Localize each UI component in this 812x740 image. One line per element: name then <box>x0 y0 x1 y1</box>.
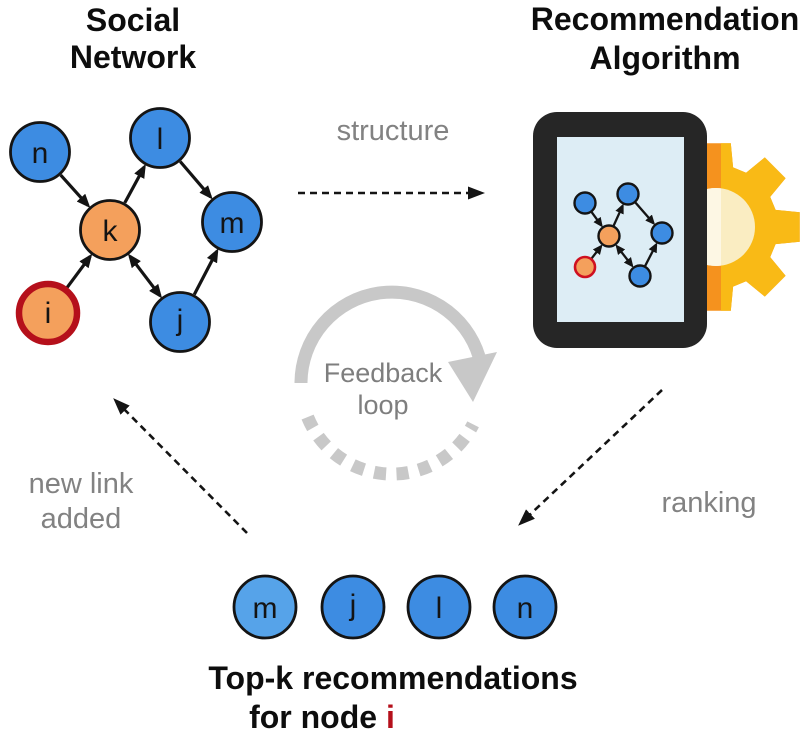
feedback-loop-dashed-arc <box>301 414 479 481</box>
recommendation-node-j-label: j <box>349 589 357 622</box>
new-link-label-line2: added <box>41 503 122 535</box>
mini-node-j <box>628 264 652 288</box>
ranking-label: ranking <box>661 487 756 519</box>
node-m-label: m <box>220 207 245 240</box>
algorithm-title-line2: Algorithm <box>589 40 740 76</box>
edge-k-l <box>123 163 146 204</box>
tablet-screen-graph <box>573 182 674 288</box>
recommendation-list: m j l n <box>232 574 558 640</box>
mini-edge-k-l <box>612 203 624 227</box>
edge-n-k <box>59 174 91 209</box>
algorithm-title-line1: Recommendation <box>531 1 799 37</box>
mini-edge-n-k <box>590 211 603 228</box>
edge-i-k <box>65 253 93 290</box>
feedback-loop-arrowhead <box>448 352 497 402</box>
circular-arrow-icon: Feedback loop <box>294 285 497 481</box>
mini-node-l <box>616 182 640 206</box>
node-l <box>129 107 191 169</box>
new-link-label-line1: new link <box>29 468 134 500</box>
social-network-title-line2: Network <box>70 39 196 75</box>
node-i-label: i <box>45 297 52 330</box>
structure-label: structure <box>337 115 450 147</box>
caption-prefix: for node <box>249 699 377 735</box>
feedback-loop-label-line2: loop <box>357 390 408 420</box>
node-k <box>79 199 141 261</box>
algorithm-title: Recommendation Algorithm <box>531 1 799 76</box>
social-network-graph: n l k m i j <box>9 107 263 353</box>
node-m <box>201 191 263 253</box>
node-k-label: k <box>103 215 119 248</box>
recommendation-node-l-label: l <box>436 592 443 625</box>
node-j <box>149 291 211 353</box>
mini-node-n <box>573 191 597 215</box>
new-link-label: new link added <box>29 468 134 535</box>
node-n <box>9 121 71 183</box>
feedback-loop-solid-arc <box>294 285 486 384</box>
feedback-loop-label-line1: Feedback <box>324 358 443 388</box>
mini-node-i-highlighted <box>573 255 597 279</box>
recommendation-caption-line1: Top-k recommendations <box>208 660 577 696</box>
gear-body <box>721 143 800 311</box>
edge-l-m <box>178 160 213 200</box>
mini-edge-j-m <box>643 242 658 267</box>
mini-node-m <box>650 221 674 245</box>
mini-edge-k-j-bidirectional <box>615 244 634 268</box>
ranking-arrow <box>518 389 663 526</box>
node-i-highlighted <box>15 280 81 346</box>
new-link-arrow <box>113 398 248 534</box>
edge-k-j-bidirectional <box>127 253 163 299</box>
tablet-icon <box>533 112 707 348</box>
caption-highlighted-node: i <box>386 699 395 735</box>
recommendation-node-m-label: m <box>253 592 278 625</box>
recommendation-node-n-label: n <box>517 592 534 625</box>
recommendation-node-n <box>492 574 558 640</box>
social-network-title-line1: Social <box>86 2 180 38</box>
recommendation-node-m <box>232 574 298 640</box>
node-n-label: n <box>32 137 49 170</box>
recommendation-node-l <box>406 574 472 640</box>
mini-node-k <box>597 224 621 248</box>
social-network-title: Social Network <box>70 2 196 75</box>
recommendation-node-j <box>320 574 386 640</box>
mini-edge-l-m <box>634 201 656 226</box>
mini-edge-i-k <box>590 244 603 260</box>
node-l-label: l <box>157 123 164 156</box>
node-j-label: j <box>176 304 184 337</box>
edge-j-m <box>192 248 219 296</box>
